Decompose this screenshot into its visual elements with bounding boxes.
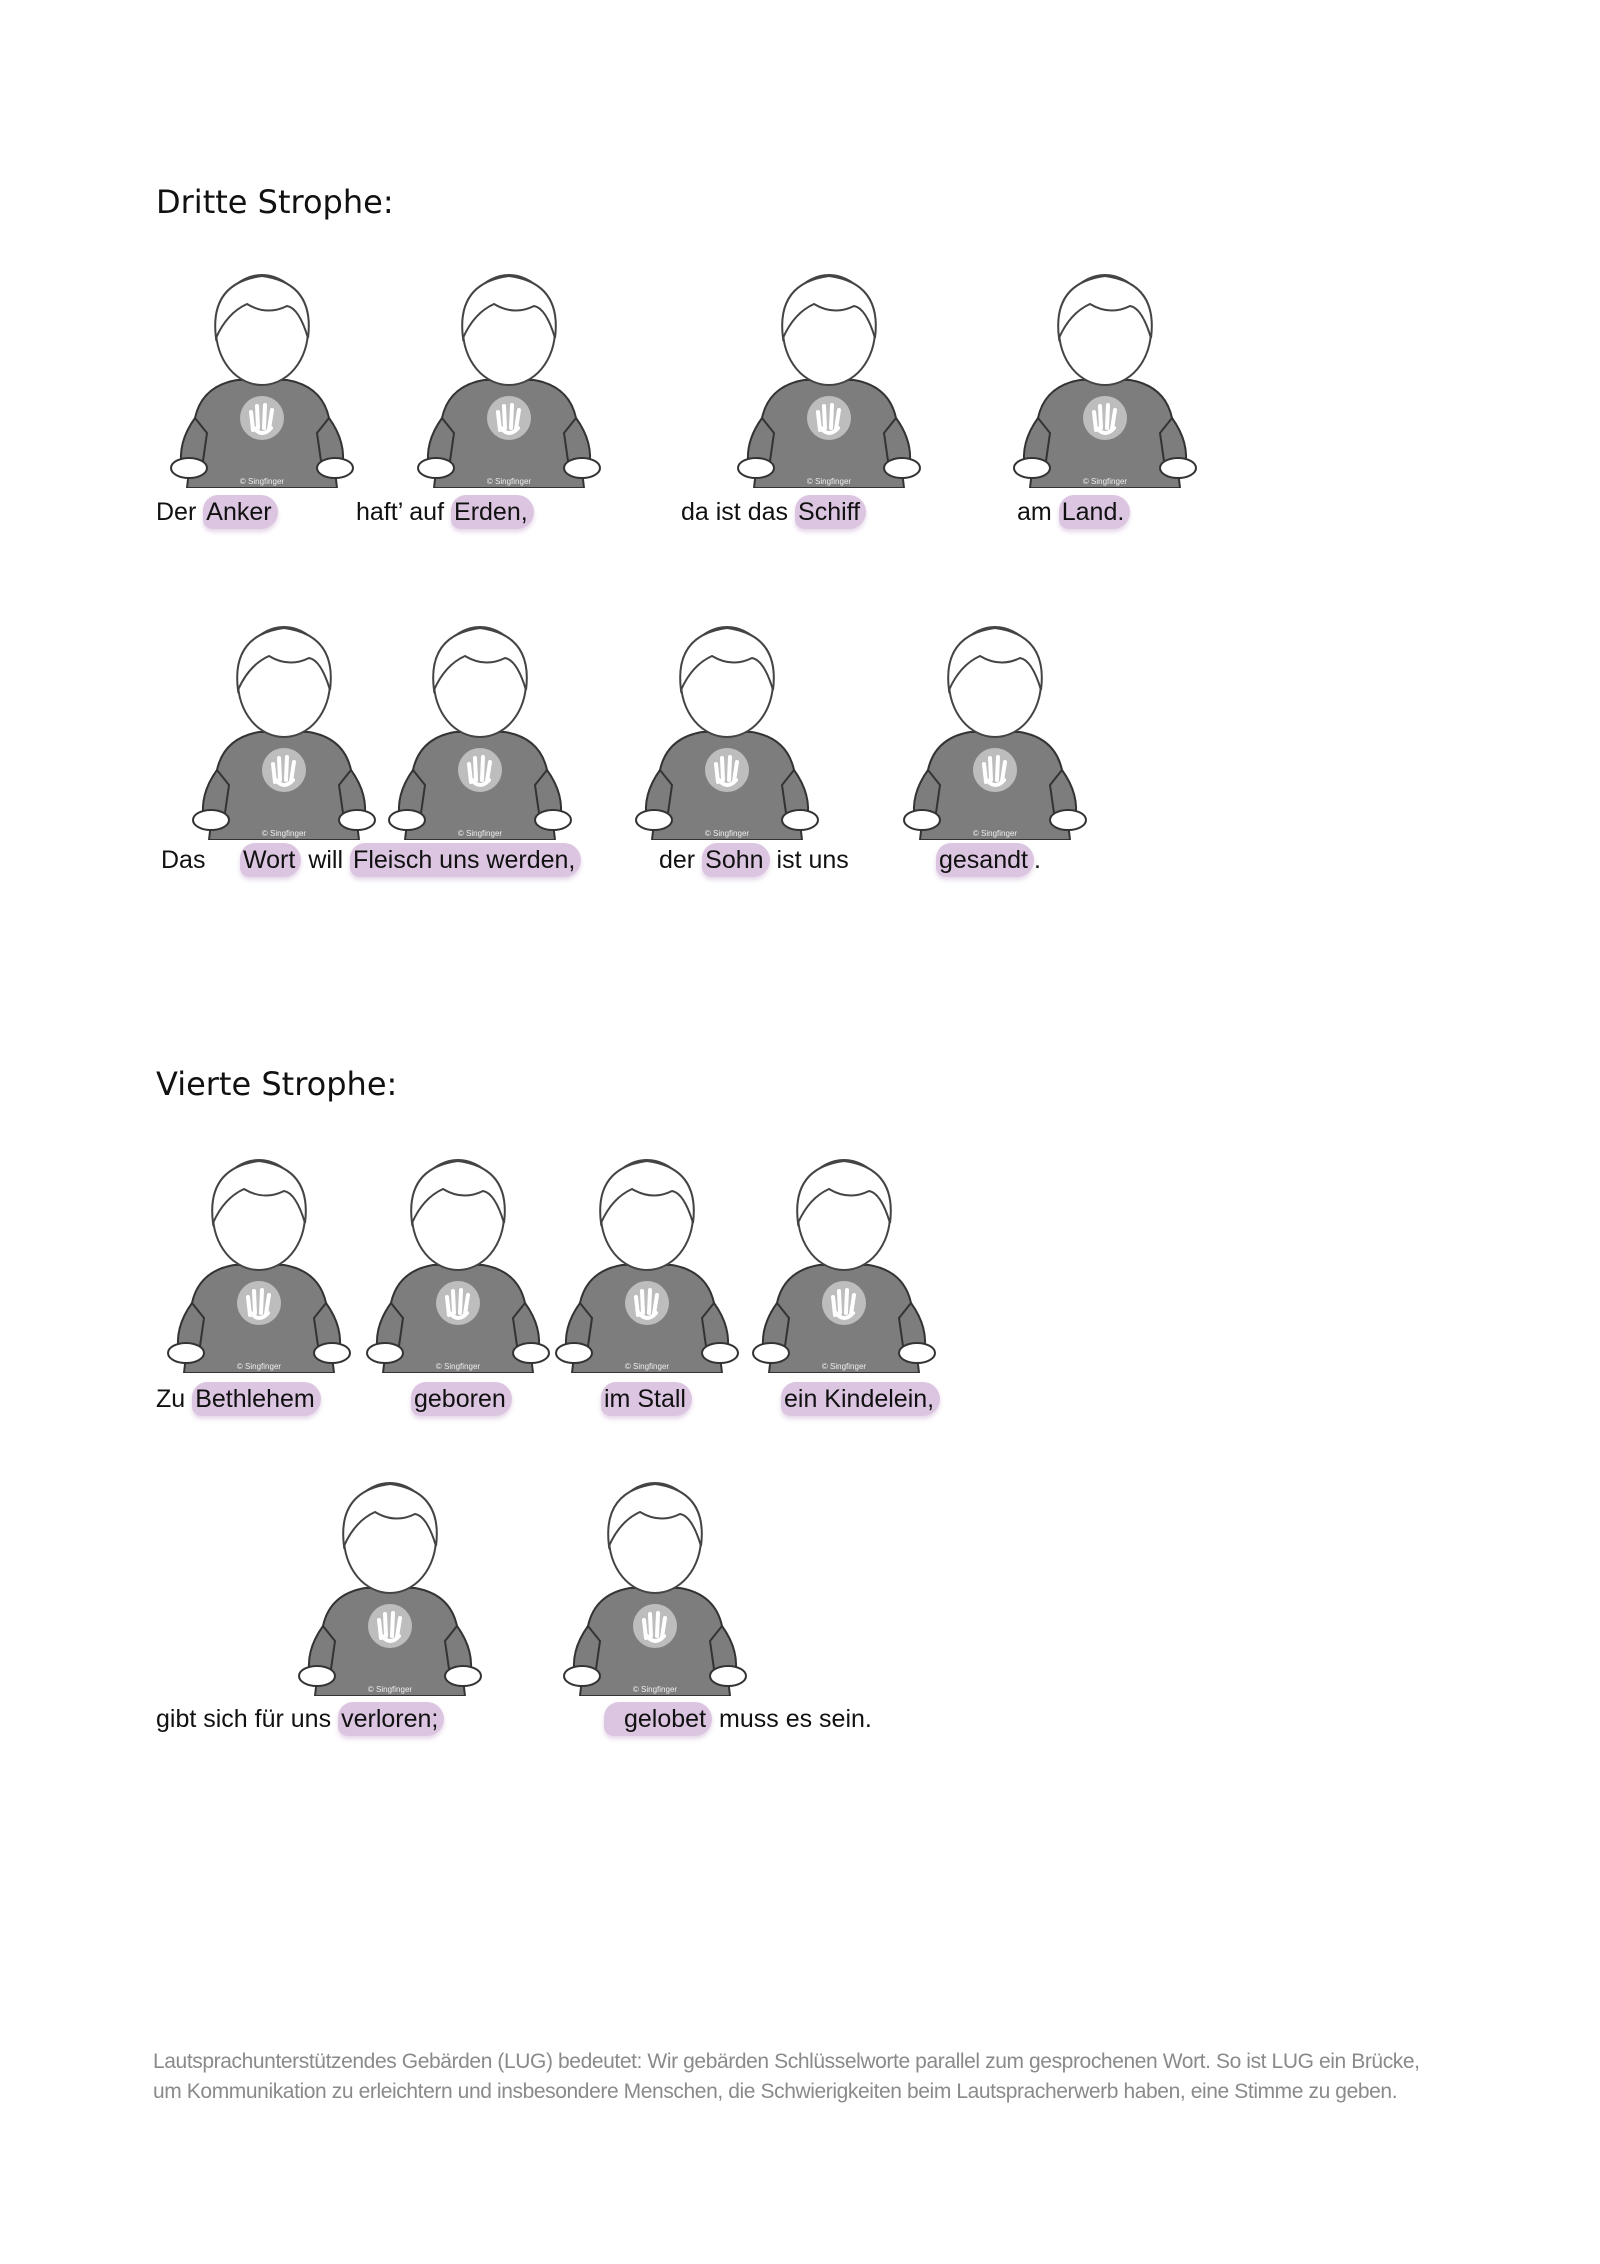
signer-illustration-icon — [540, 1476, 770, 1696]
verse4-title: Vierte Strophe: — [156, 1065, 398, 1103]
signer-illustration-icon — [729, 1153, 959, 1373]
signer-illustration-icon — [532, 1153, 762, 1373]
copyright: © Singfinger — [367, 1685, 413, 1694]
keyword-highlight: im Stall — [601, 1382, 692, 1416]
lyric-group: gesandt. — [936, 843, 1041, 877]
sign-figure-land: © Singfinger — [990, 268, 1220, 488]
lyric: ist uns — [776, 846, 849, 874]
signer-illustration-icon — [147, 268, 377, 488]
copyright: © Singfinger — [239, 477, 285, 486]
keyword-highlight: gelobet — [604, 1702, 713, 1736]
copyright: © Singfinger — [486, 477, 532, 486]
sign-figure-kindelein: © Singfinger — [729, 1153, 959, 1373]
lyric: muss es sein. — [719, 1705, 872, 1733]
keyword-highlight: verloren; — [338, 1702, 445, 1736]
sign-figure-gesandt: © Singfinger — [880, 620, 1110, 840]
copyright: © Singfinger — [632, 1685, 678, 1694]
sign-figure-bethlehem: © Singfinger — [144, 1153, 374, 1373]
lyric-group: ein Kindelein, — [781, 1382, 941, 1416]
keyword-highlight: Wort — [240, 843, 302, 877]
keyword-highlight: gesandt — [936, 843, 1034, 877]
sign-figure-wort: © Singfinger — [169, 620, 399, 840]
lyric: der — [659, 846, 696, 874]
lyric: gibt sich für uns — [156, 1705, 332, 1733]
lyric: da ist das — [681, 498, 789, 526]
sign-figure-fleisch: © Singfinger — [365, 620, 595, 840]
lyric: Zu — [156, 1385, 186, 1413]
sign-figure-stall: © Singfinger — [532, 1153, 762, 1373]
lyric: Das — [161, 846, 206, 874]
keyword-highlight: Anker — [203, 495, 278, 529]
copyright: © Singfinger — [972, 829, 1018, 838]
signer-illustration-icon — [880, 620, 1110, 840]
keyword-highlight: geboren — [411, 1382, 512, 1416]
lyric-group: geboren — [411, 1382, 512, 1416]
lyric-group: im Stall — [601, 1382, 692, 1416]
keyword-highlight: Bethlehem — [192, 1382, 321, 1416]
copyright: © Singfinger — [457, 829, 503, 838]
keyword-highlight: Land. — [1058, 495, 1131, 529]
sign-figure-erden: © Singfinger — [394, 268, 624, 488]
lyric: Der — [156, 498, 197, 526]
keyword-highlight: Schiff — [795, 495, 867, 529]
signer-illustration-icon — [990, 268, 1220, 488]
copyright: © Singfinger — [435, 1362, 481, 1371]
signer-illustration-icon — [365, 620, 595, 840]
sign-figure-anker: © Singfinger — [147, 268, 377, 488]
lyric: will — [308, 846, 344, 874]
signer-illustration-icon — [394, 268, 624, 488]
sign-figure-sohn: © Singfinger — [612, 620, 842, 840]
sign-figure-verloren: © Singfinger — [275, 1476, 505, 1696]
signer-illustration-icon — [714, 268, 944, 488]
copyright: © Singfinger — [704, 829, 750, 838]
lyric: haft’ auf — [356, 498, 445, 526]
copyright: © Singfinger — [1082, 477, 1128, 486]
copyright: © Singfinger — [261, 829, 307, 838]
sign-figure-gelobet: © Singfinger — [540, 1476, 770, 1696]
lyric-group: Das — [161, 843, 205, 877]
copyright: © Singfinger — [806, 477, 852, 486]
copyright: © Singfinger — [236, 1362, 282, 1371]
signer-illustration-icon — [144, 1153, 374, 1373]
verse3-title: Dritte Strophe: — [156, 183, 394, 221]
keyword-highlight: Erden, — [451, 495, 534, 529]
copyright: © Singfinger — [821, 1362, 867, 1371]
signer-illustration-icon — [612, 620, 842, 840]
footer-note: Lautsprachunterstützendes Gebärden (LUG)… — [153, 2050, 1420, 2103]
signer-illustration-icon — [275, 1476, 505, 1696]
keyword-highlight: Sohn — [702, 843, 770, 877]
lyric: am — [1017, 498, 1052, 526]
keyword-highlight: Fleisch uns werden, — [350, 843, 582, 877]
copyright: © Singfinger — [624, 1362, 670, 1371]
keyword-highlight: ein Kindelein, — [781, 1382, 941, 1416]
lyric: . — [1033, 846, 1041, 874]
sign-figure-geboren: © Singfinger — [343, 1153, 573, 1373]
sign-figure-schiff: © Singfinger — [714, 268, 944, 488]
